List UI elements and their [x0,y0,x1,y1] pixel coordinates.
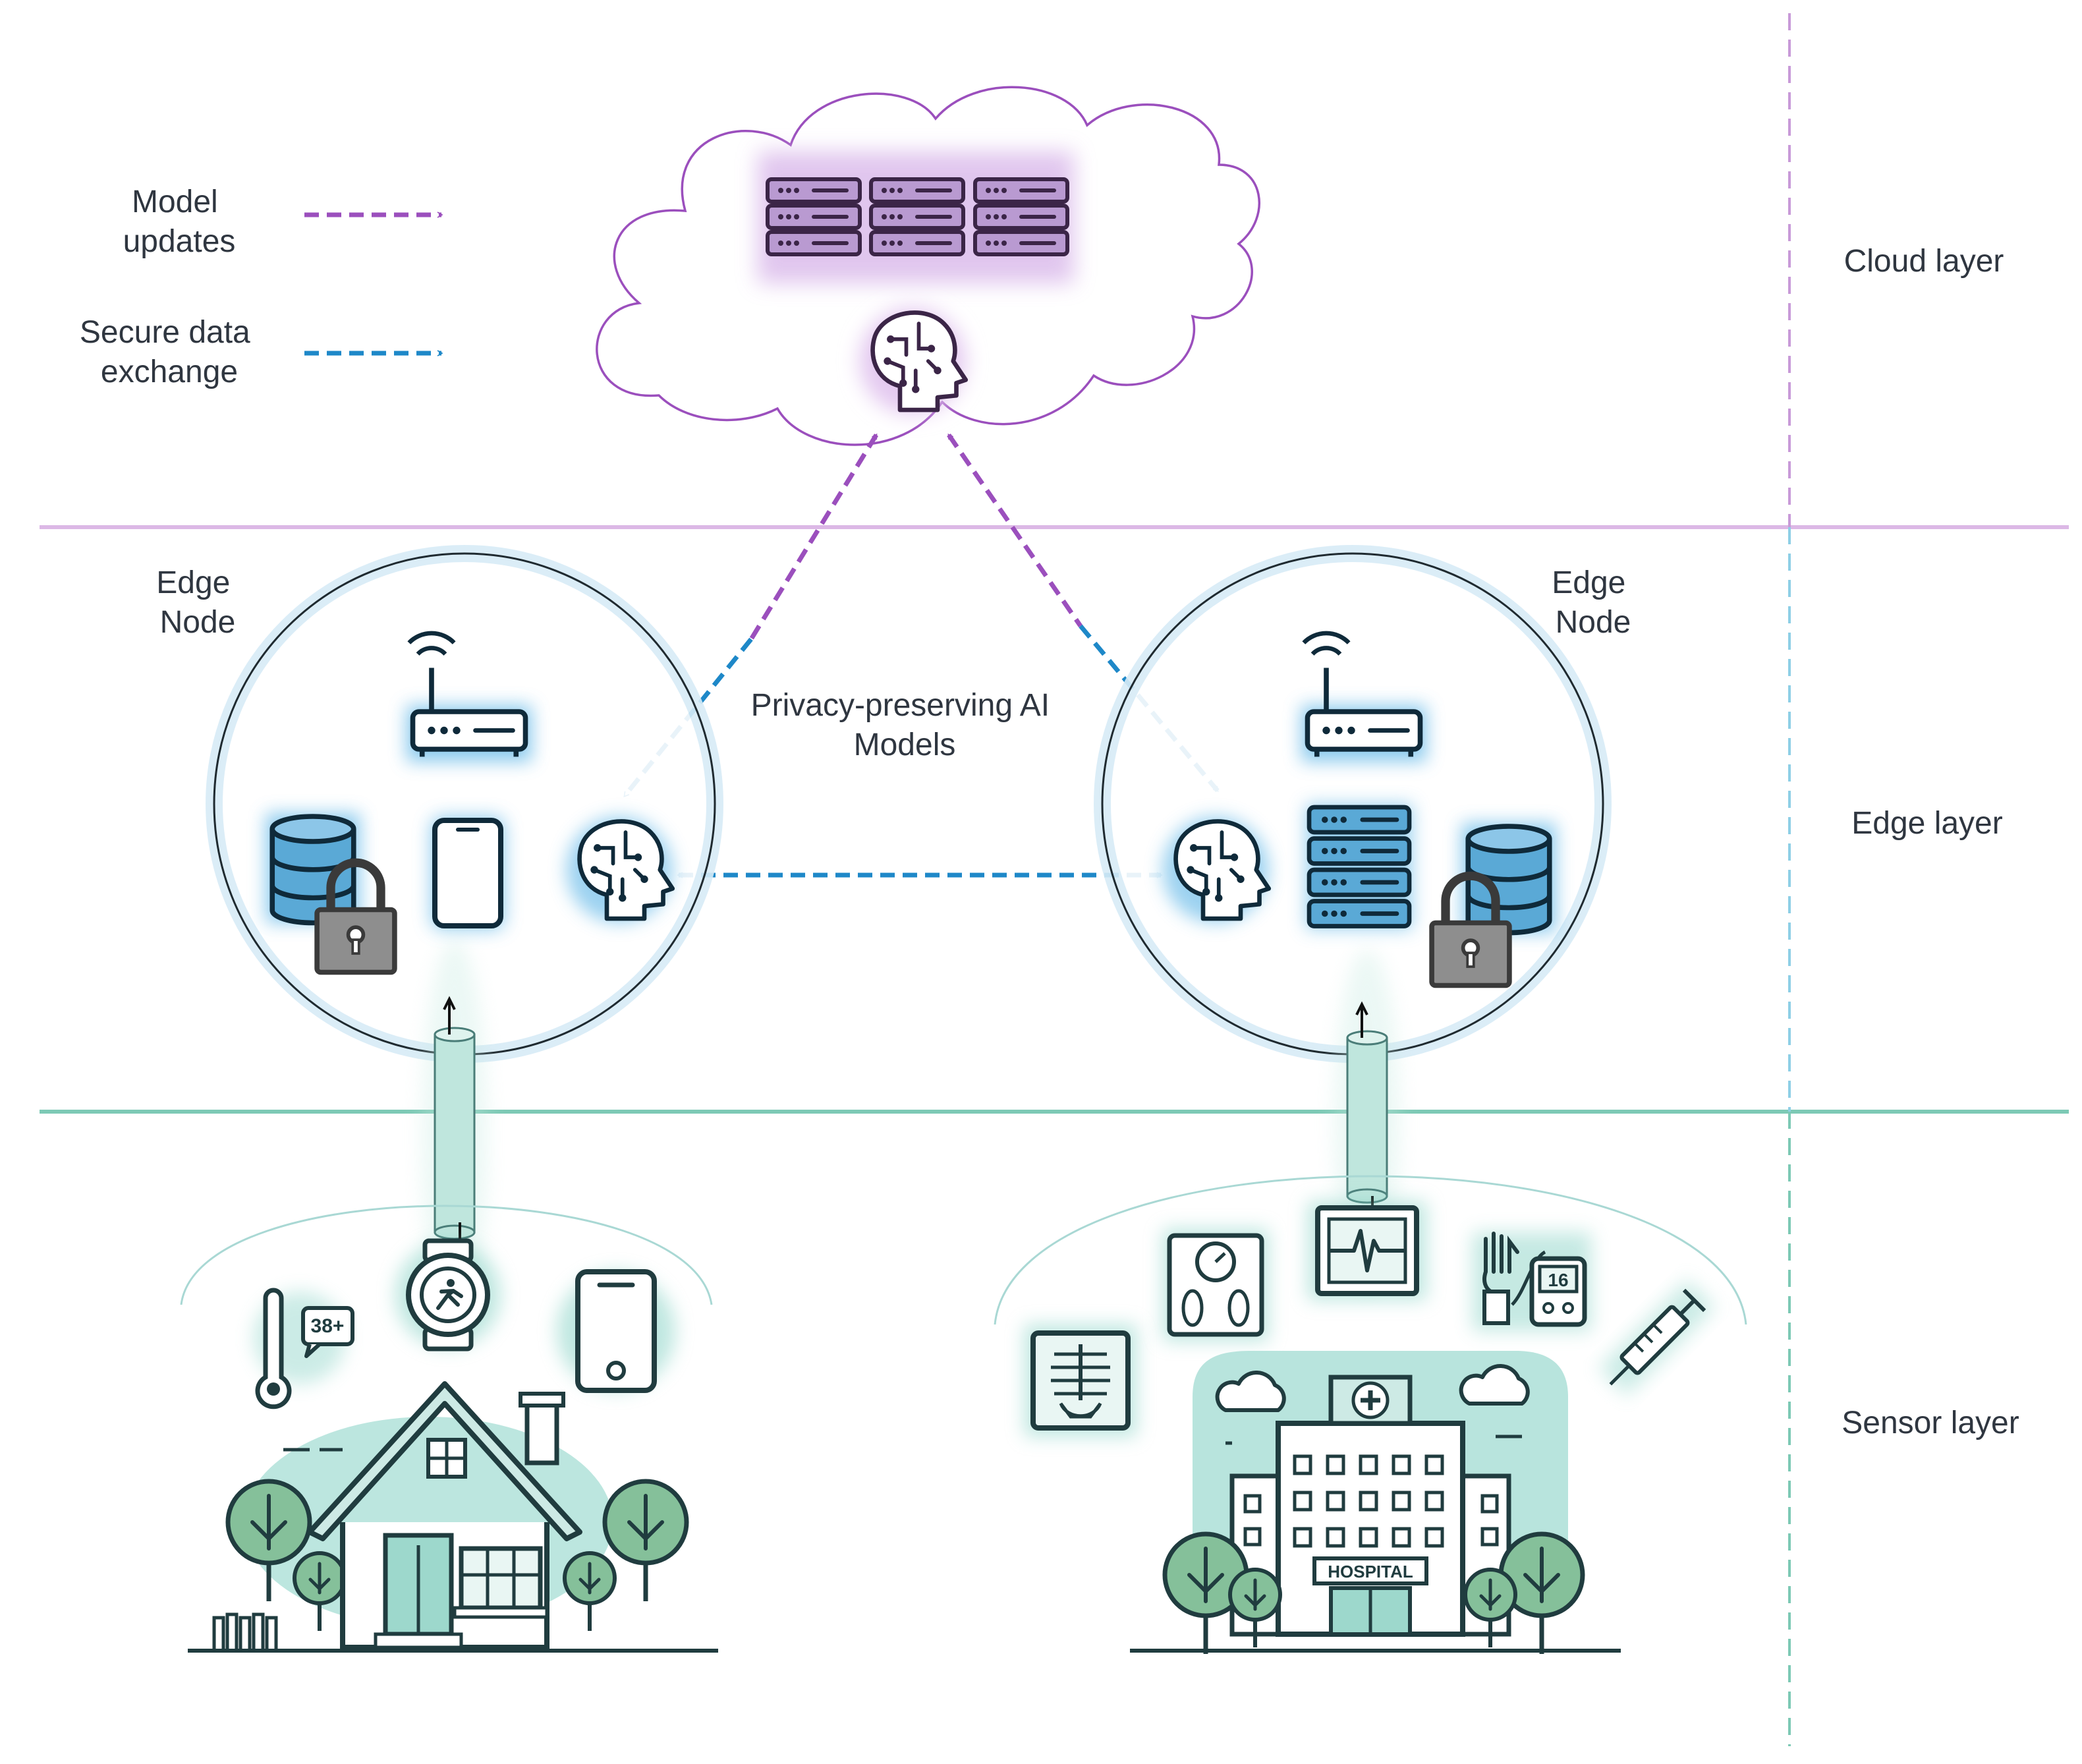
glucose-meter-icon: 16 [1473,1232,1591,1331]
server-rack-icon [871,179,963,254]
router-icon [407,633,532,762]
cloud-ai-brain-icon [859,308,966,414]
hospital-icon: HOSPITAL [1130,1351,1621,1654]
router-icon [1301,633,1426,762]
legend-secure-exchange-label: Secure data exchange [80,315,259,389]
smartphone-icon [432,817,504,929]
cloud-server-cluster [758,152,1074,283]
ecg-monitor-icon [1308,1201,1426,1300]
thermometer-icon: 38+ [254,1288,354,1409]
cloud-layer-label: Cloud layer [1844,244,2004,279]
syringe-icon [1598,1279,1716,1396]
legend-model-updates-label: Model updates [123,185,236,259]
secure-exchange-arrow-right [1079,624,1220,793]
server-rack-icon [1306,804,1413,930]
smartphone-icon [557,1269,675,1393]
thermometer-reading: 38+ [311,1315,345,1337]
edge-layer-label: Edge layer [1851,806,2002,841]
privacy-preserving-label: Privacy-preserving AI Models [751,688,1059,762]
hospital-sensor-arc [994,1175,1747,1325]
home-sensor-arc [180,1205,713,1305]
xray-icon [1025,1324,1137,1437]
edge-node-right-label: Edge Node [1552,565,1634,640]
ai-brain-icon [566,816,673,923]
sensor-layer-label: Sensor layer [1842,1406,2019,1440]
model-update-arrow-right [947,433,1083,627]
hospital-sign: HOSPITAL [1328,1562,1413,1581]
house-icon [188,1381,718,1653]
glucose-reading: 16 [1548,1270,1568,1290]
edge-node-right: Edge Node [1094,545,1634,1063]
weight-scale-icon [1163,1229,1268,1341]
edge-node-left-label: Edge Node [156,565,239,640]
legend: Model updates Secure data exchange [80,185,443,389]
server-rack-icon [768,179,860,254]
ai-brain-icon [1162,816,1269,923]
left-connector [422,939,488,1334]
smartwatch-icon [395,1238,501,1351]
model-update-arrow-left [749,433,878,640]
edge-node-left: Edge Node [156,545,723,1063]
server-rack-icon [975,179,1067,254]
